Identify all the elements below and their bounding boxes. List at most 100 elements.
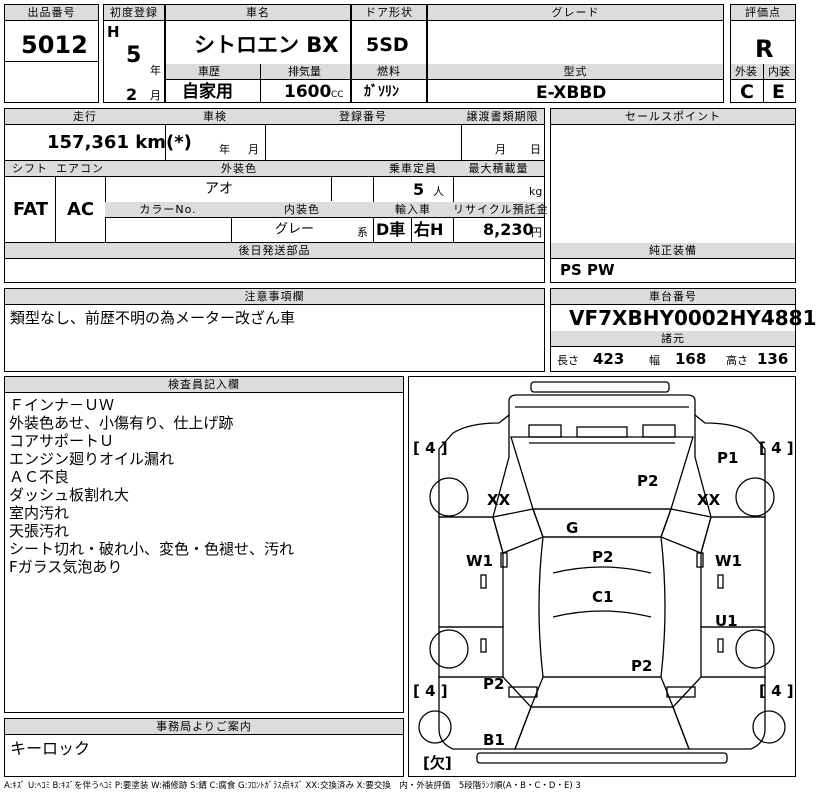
mark-p2-hood: P2: [637, 472, 659, 490]
inspector-note: ダッシュ板割れ大: [9, 486, 130, 504]
shift: FAT: [13, 199, 49, 220]
lot-number: 5012: [21, 31, 88, 59]
lot-number-label: 出品番号: [5, 5, 98, 21]
history: 自家用: [182, 82, 233, 102]
rear-window: [530, 676, 674, 708]
import-label: 輸入車: [373, 202, 453, 218]
left-taillight: [508, 686, 538, 698]
later-parts-label: 後日発送部品: [5, 243, 544, 259]
right-door-handle-front: [717, 574, 724, 589]
color-number-label: カラーNo.: [105, 202, 231, 218]
office-notice: キーロック: [10, 739, 91, 758]
right-front-door: [700, 516, 766, 628]
mark-w1-right: W1: [715, 552, 742, 570]
roof-line-rear: [552, 610, 652, 618]
tyre-front-left: [ 4 ]: [413, 439, 448, 457]
capacity-label: 乗車定員: [373, 161, 453, 177]
exterior-grade: C: [740, 81, 754, 103]
front-nose: [508, 394, 696, 415]
chassis-number: VF7XBHY0002HY4881: [569, 306, 817, 330]
car-name: シトロエン BX: [194, 33, 339, 57]
interior-label: 内装: [768, 65, 790, 78]
mark-p2-rear-left: P2: [483, 675, 505, 693]
steering-side: 右H: [414, 220, 444, 239]
spare-wheel-right: [752, 710, 786, 744]
door-type: 5SD: [366, 34, 409, 56]
recycle-fee: 8,230: [483, 220, 534, 239]
import-type: D車: [376, 220, 406, 239]
mark-u1: U1: [715, 612, 738, 630]
mark-p2-rear: P2: [631, 657, 653, 675]
car-info-box: 車名 シトロエン BX 車歴 排気量 自家用 1600 CC: [165, 4, 351, 103]
lot-number-box: 出品番号 5012: [4, 4, 99, 103]
exterior-color: アオ: [205, 181, 233, 197]
left-front-fender: [438, 413, 510, 518]
left-rear-wheel: [429, 629, 469, 669]
grade-model-box: グレード 型式 E-XBBD: [427, 4, 724, 103]
recycle-label: リサイクル預託金: [453, 202, 549, 218]
left-door-handle-front: [480, 574, 487, 589]
mileage-row: 走行 車検 登録番号 譲渡書類期限 157,361 km(*) 年 月 月 日: [4, 108, 545, 161]
fuel-label: 燃料: [352, 64, 426, 80]
displacement: 1600: [284, 82, 332, 102]
length: 423: [593, 350, 625, 368]
interior-color-label: 内装色: [231, 202, 373, 218]
right-headlight: [642, 424, 676, 438]
inspector-note: Fガラス気泡あり: [9, 558, 123, 576]
year-unit: 年: [150, 64, 161, 77]
left-front-wheel: [429, 477, 469, 517]
inspector-note: 天張汚れ: [9, 522, 70, 540]
inspector-notes-list: Ｆインナ－ＵＷ 外装色あせ、小傷有り、仕上げ跡 コアサポートＵ エンジン廻りオイ…: [9, 396, 294, 576]
door-fuel-box: ドア形状 5SD 燃料 ｶﾞｿﾘﾝ: [351, 4, 427, 103]
mark-w1-left: W1: [466, 552, 493, 570]
tyre-rear-left: [ 4 ]: [413, 682, 448, 700]
office-notice-label: 事務局よりご案内: [5, 719, 403, 735]
notes-box: 注意事項欄 類型なし、前歴不明の為メーター改ざん車: [4, 288, 545, 372]
recycle-unit: 円: [531, 226, 542, 239]
car-name-label: 車名: [166, 5, 350, 21]
right-taillight: [666, 686, 696, 698]
chassis-box: 車台番号 VF7XBHY0002HY4881 諸元 長さ 423 幅 168 高…: [550, 288, 817, 372]
max-load-unit: kg: [529, 185, 543, 198]
inspector-notes-box: 検査員記入欄 Ｆインナ－ＵＷ 外装色あせ、小傷有り、仕上げ跡 コアサポートＵ エ…: [4, 376, 404, 713]
spare-wheel-left: [418, 710, 452, 744]
score-label: 評価点: [731, 5, 795, 21]
equipment-label: 純正装備: [551, 243, 795, 259]
inspector-note: シート切れ・破れ小、変色・色褪せ、汚れ: [9, 540, 295, 558]
length-label: 長さ: [557, 354, 579, 367]
mark-missing: [欠]: [423, 754, 452, 772]
registration-label: 登録番号: [265, 109, 461, 125]
mark-xx-right: XX: [697, 491, 721, 509]
legend: A:ｷｽﾞ U:ﾍｺﾐ B:ｷｽﾞを伴うﾍｺﾐ P:要塗装 W:補修跡 S:錆 …: [4, 781, 581, 791]
mileage-label: 走行: [5, 109, 165, 125]
left-front-door: [438, 516, 504, 628]
trunk: [514, 706, 690, 750]
height: 136: [757, 350, 789, 368]
right-door-handle-rear: [717, 638, 724, 653]
spec-row: シフト エアコン 外装色 乗車定員 最大積載量 FAT AC アオ 5 人 kg…: [4, 160, 549, 243]
inspector-note: 外装色あせ、小傷有り、仕上げ跡: [9, 414, 234, 432]
mark-p1: P1: [717, 449, 739, 467]
right-front-wheel: [735, 477, 775, 517]
hood: [510, 436, 694, 510]
right-rear-door: [700, 626, 766, 678]
right-mirror: [696, 552, 704, 568]
fuel: ｶﾞｿﾘﾝ: [364, 84, 399, 100]
era: H: [107, 23, 120, 41]
score-box: 評価点 R 外装 内装 C E: [730, 4, 796, 103]
left-mirror: [500, 552, 508, 568]
sales-point-label: セールスポイント: [551, 109, 795, 125]
shift-label: シフト: [5, 161, 55, 177]
door-type-label: ドア形状: [352, 5, 426, 21]
exterior-color-label: 外装色: [105, 161, 373, 177]
first-registration-box: 初度登録 H 5 年 2 月: [103, 4, 165, 103]
equipment: PS PW: [560, 261, 615, 279]
car-diagram: [418, 381, 786, 764]
mark-c1: C1: [592, 588, 614, 606]
tyre-rear-right: [ 4 ]: [759, 682, 794, 700]
right-front-fender: [694, 413, 766, 518]
mark-g: G: [566, 519, 579, 537]
right-rear-quarter: [672, 676, 766, 750]
model-label: 型式: [428, 64, 723, 80]
inspector-note: Ｆインナ－ＵＷ: [9, 396, 115, 414]
